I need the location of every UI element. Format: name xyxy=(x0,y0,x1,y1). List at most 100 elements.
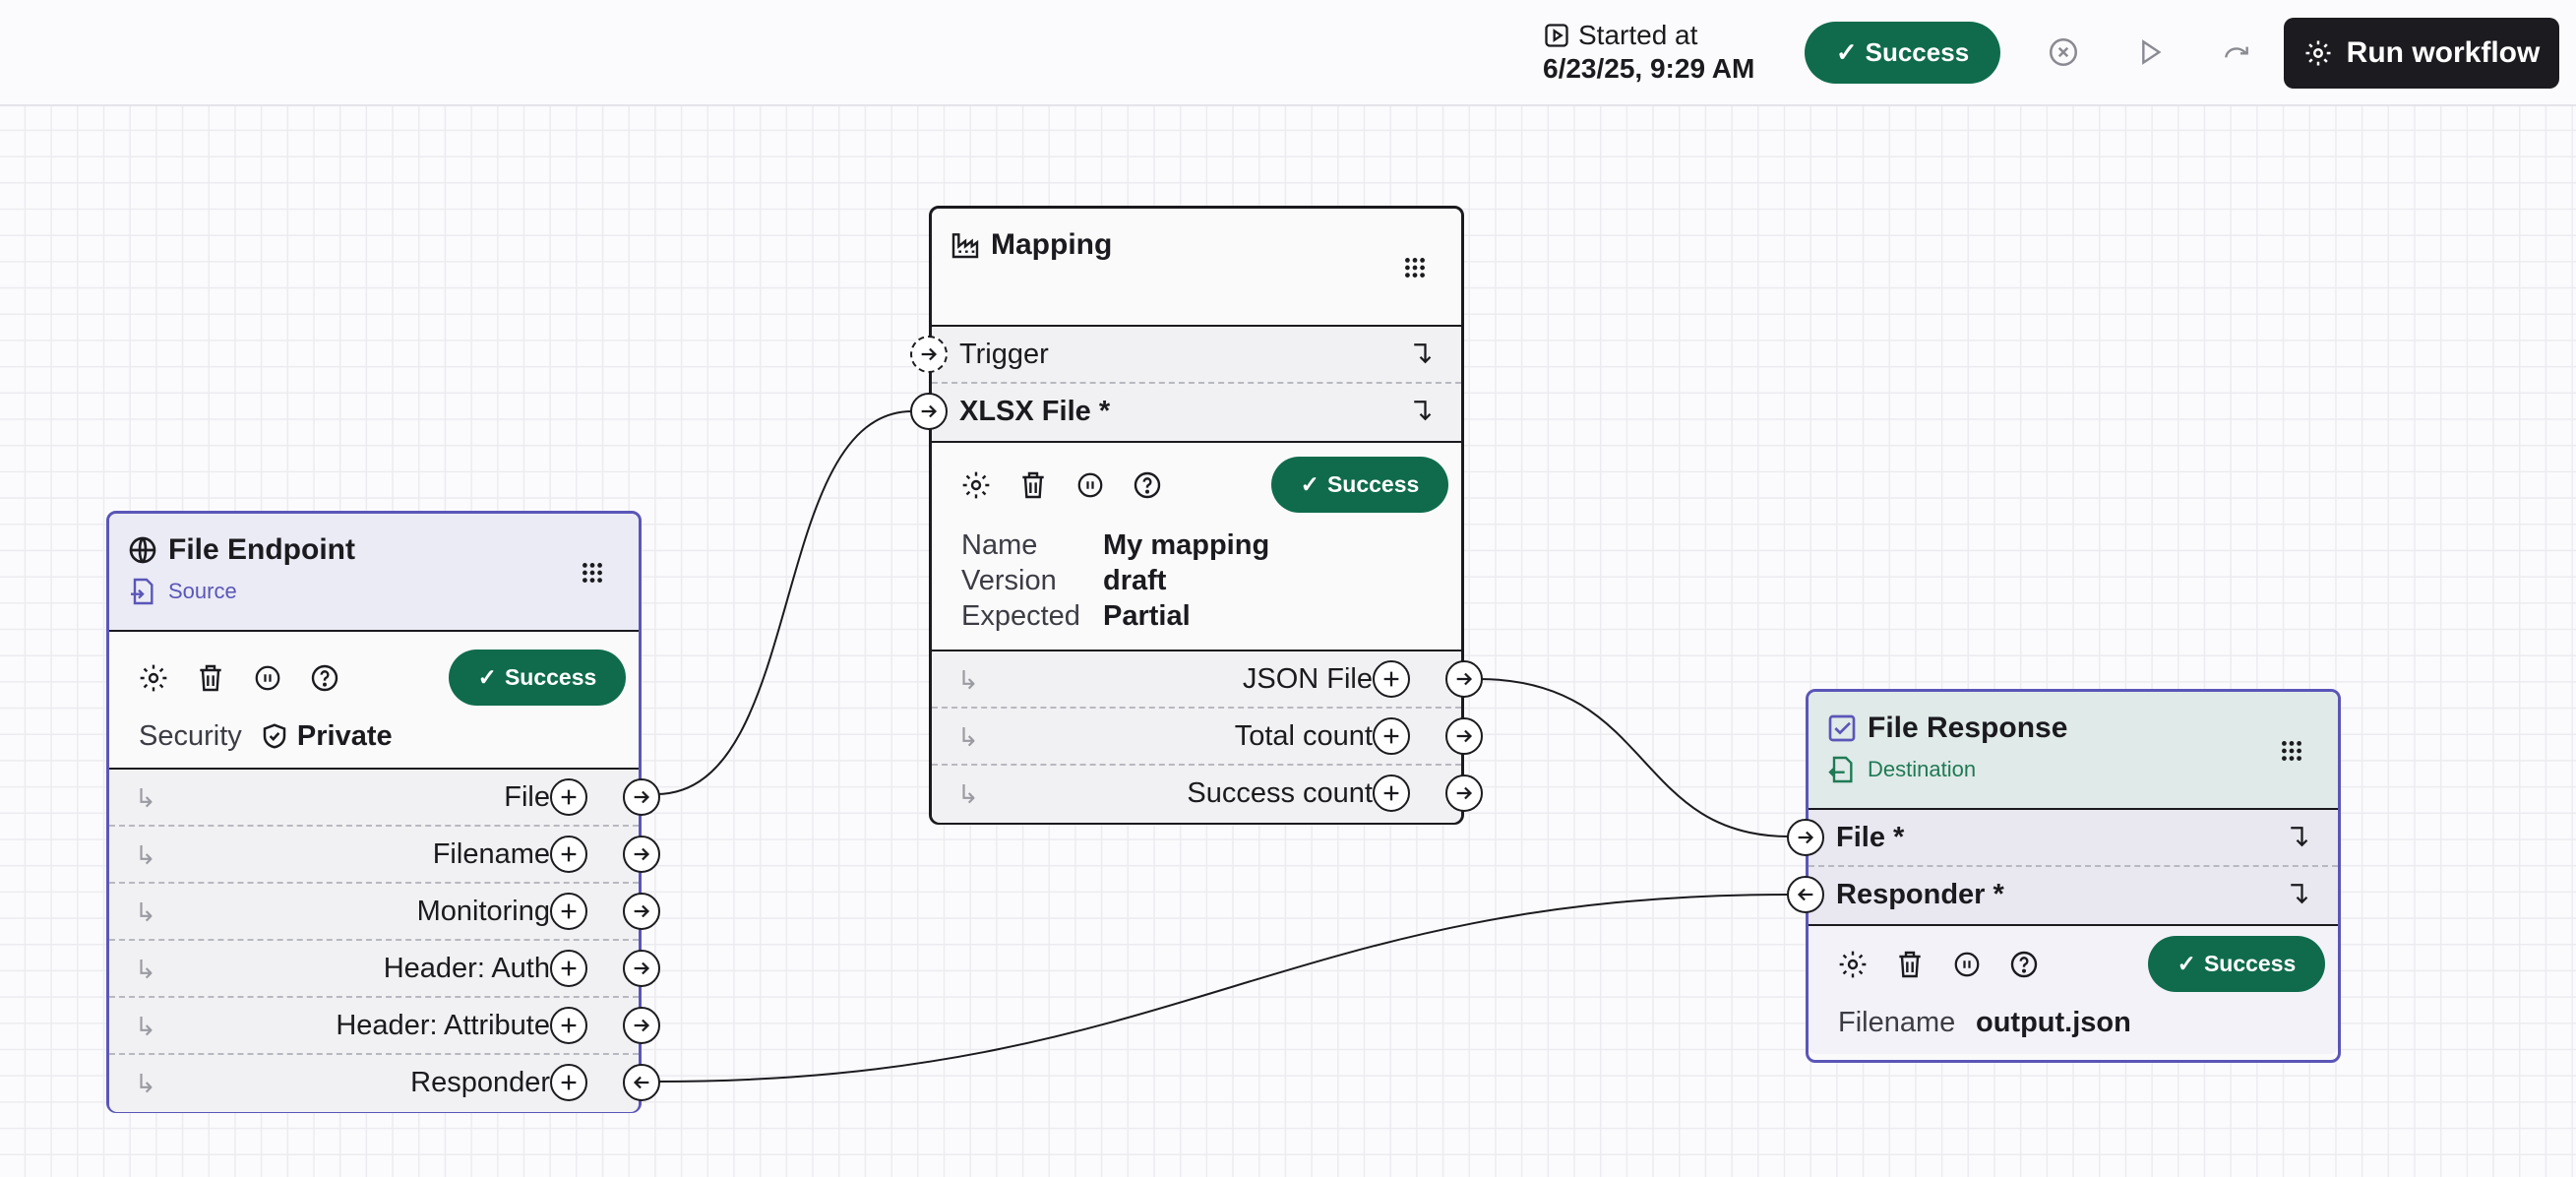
input-label: Responder * xyxy=(1836,879,2004,910)
pause-button[interactable] xyxy=(1073,468,1107,502)
output-label: Filename xyxy=(432,838,550,870)
help-button[interactable] xyxy=(1131,468,1164,502)
prop-value: output.json xyxy=(1976,1007,2131,1038)
corner-down-icon[interactable] xyxy=(1408,339,1438,368)
arrow-right-icon xyxy=(634,904,650,918)
node-status-label: Success xyxy=(1326,471,1420,497)
started-at: Started at 6/23/25, 9:29 AM xyxy=(1543,20,1754,85)
redo-button[interactable] xyxy=(2218,33,2255,71)
node-status-badge: ✓ Success xyxy=(2148,936,2325,992)
pause-button[interactable] xyxy=(251,661,284,695)
gear-icon xyxy=(962,471,990,499)
plus-icon xyxy=(561,789,577,805)
arrow-right-icon xyxy=(1456,729,1473,743)
drag-handle-icon[interactable] xyxy=(1402,255,1428,280)
output-label: Success count xyxy=(1187,777,1373,809)
node-status-badge: ✓ Success xyxy=(449,650,626,706)
corner-down-icon[interactable] xyxy=(2285,879,2314,908)
arrow-right-icon xyxy=(1456,786,1473,800)
drag-handle-icon[interactable] xyxy=(580,560,605,586)
security-label: Security xyxy=(139,720,242,752)
add-port-button[interactable] xyxy=(1373,717,1410,755)
output-port[interactable] xyxy=(1445,774,1483,812)
add-port-button[interactable] xyxy=(550,836,587,873)
run-workflow-button[interactable]: Run workflow xyxy=(2284,18,2559,89)
input-port[interactable] xyxy=(910,336,948,373)
delete-button[interactable] xyxy=(1016,468,1050,502)
plus-icon xyxy=(561,1075,577,1090)
settings-button[interactable] xyxy=(1836,948,1870,981)
node-status-badge: ✓ Success xyxy=(1271,457,1448,513)
input-port[interactable] xyxy=(910,393,948,430)
output-label: JSON File xyxy=(1242,663,1373,695)
settings-button[interactable] xyxy=(137,661,170,695)
delete-button[interactable] xyxy=(194,661,227,695)
arrow-left-icon xyxy=(1797,888,1813,901)
plus-icon xyxy=(1383,671,1399,687)
help-icon xyxy=(1134,471,1161,499)
help-button[interactable] xyxy=(308,661,341,695)
add-port-button[interactable] xyxy=(550,778,587,816)
started-label: Started at xyxy=(1578,20,1698,50)
prop-key: Version xyxy=(961,565,1057,596)
add-port-button[interactable] xyxy=(1373,660,1410,698)
output-port[interactable] xyxy=(623,778,660,816)
gear-icon xyxy=(2305,40,2331,66)
output-port[interactable] xyxy=(623,950,660,987)
output-row-total-count: ↳ Total count xyxy=(932,709,1483,766)
globe-icon xyxy=(129,536,156,564)
play-icon xyxy=(2142,39,2162,65)
add-port-button[interactable] xyxy=(550,893,587,930)
arrow-right-icon xyxy=(1798,831,1814,844)
hook-arrow-icon: ↳ xyxy=(135,898,156,927)
security-field: Security Private xyxy=(139,720,393,753)
mapping-node[interactable]: Mapping Trigger XLSX File * ✓ Success Na… xyxy=(910,206,1483,825)
play-button[interactable] xyxy=(2131,33,2169,71)
output-row-file: ↳ File xyxy=(109,770,660,827)
output-row-responder: ↳ Responder xyxy=(109,1055,660,1112)
plus-icon xyxy=(561,903,577,919)
hook-arrow-icon: ↳ xyxy=(957,779,979,809)
prop-key: Expected xyxy=(961,600,1080,632)
output-row-success-count: ↳ Success count xyxy=(932,766,1483,823)
input-row-trigger: Trigger xyxy=(910,327,1461,384)
check-icon: ✓ xyxy=(1300,471,1319,497)
pause-button[interactable] xyxy=(1950,948,1984,981)
output-port[interactable] xyxy=(623,1007,660,1044)
shield-check-icon xyxy=(263,723,286,749)
corner-down-icon[interactable] xyxy=(1408,396,1438,425)
output-port[interactable] xyxy=(623,836,660,873)
output-port[interactable] xyxy=(1445,660,1483,698)
output-port[interactable] xyxy=(1445,717,1483,755)
add-port-button[interactable] xyxy=(550,1007,587,1044)
arrow-right-icon xyxy=(1456,672,1473,686)
input-port[interactable] xyxy=(1787,819,1824,856)
input-list: Trigger XLSX File * xyxy=(910,327,1461,443)
cancel-button[interactable] xyxy=(2045,33,2082,71)
settings-button[interactable] xyxy=(959,468,993,502)
delete-button[interactable] xyxy=(1893,948,1927,981)
arrow-right-icon xyxy=(921,404,938,418)
add-port-button[interactable] xyxy=(1373,774,1410,812)
add-port-button[interactable] xyxy=(550,950,587,987)
help-button[interactable] xyxy=(2007,948,2041,981)
pause-icon xyxy=(1954,952,1980,977)
file-endpoint-node[interactable]: File Endpoint Source ✓ Success Security … xyxy=(106,511,660,1113)
prop-value: draft xyxy=(1103,565,1167,596)
check-icon: ✓ xyxy=(477,664,497,690)
node-status-label: Success xyxy=(2203,951,2297,976)
input-port[interactable] xyxy=(1787,876,1824,913)
node-header: File Endpoint Source xyxy=(109,514,639,632)
plus-icon xyxy=(561,846,577,862)
corner-down-icon[interactable] xyxy=(2285,822,2314,851)
file-response-node[interactable]: File Response Destination File * Respond… xyxy=(1787,689,2341,1063)
output-list: ↳ JSON File ↳ Total count ↳ Success coun… xyxy=(932,651,1483,823)
add-port-button[interactable] xyxy=(550,1064,587,1101)
play-square-icon xyxy=(1545,24,1568,47)
output-port[interactable] xyxy=(623,893,660,930)
drag-handle-icon[interactable] xyxy=(2279,738,2304,764)
arrow-right-icon xyxy=(634,1019,650,1032)
output-port[interactable] xyxy=(623,1064,660,1101)
arrow-right-icon xyxy=(634,790,650,804)
